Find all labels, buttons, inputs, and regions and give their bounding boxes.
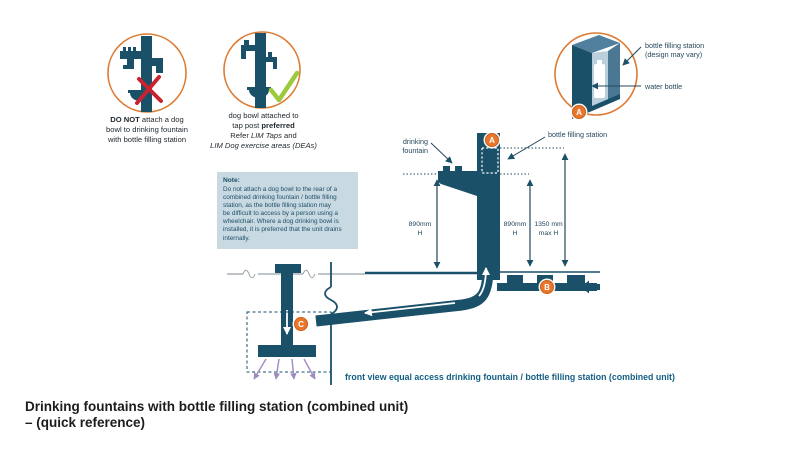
- drinking-fountain-leader-line: [430, 142, 453, 164]
- bfs-label: bottle filling station: [548, 130, 608, 139]
- inset-station-label: bottle filling station (design may vary): [645, 41, 705, 59]
- water-bottle-icon: [594, 60, 605, 98]
- flow-up-arrow: [478, 267, 490, 297]
- dim-label-890-right: 890mm H: [503, 221, 527, 237]
- inset-station-leader-line: [622, 46, 642, 66]
- note-body: Do not attach a dog bowl to the rear of …: [223, 186, 342, 242]
- page-title: Drinking fountains with bottle filling s…: [25, 399, 409, 430]
- green-check-icon: [268, 70, 300, 103]
- dim-label-1350: 1350 mm max H: [534, 221, 563, 237]
- do-not-fountain-tap-icon: [120, 47, 141, 69]
- preferred-caption: dog bowl attached to tap post preferred …: [210, 111, 317, 150]
- preferred-post: [255, 33, 266, 108]
- bfs-leader-line: [507, 136, 546, 160]
- ground-line: [227, 269, 365, 279]
- do-not-caption: DO NOT attach a dog bowl to drinking fou…: [106, 115, 188, 144]
- do-not-bold-text: DO NOT: [110, 115, 140, 124]
- datum-dotted-lines: [403, 147, 564, 175]
- inflow-left-arrow: [581, 280, 600, 294]
- inset-circle-outline: [554, 32, 638, 116]
- section-border-line: [324, 262, 338, 385]
- badge-c: C: [294, 317, 308, 331]
- soak-stem: [281, 273, 293, 346]
- main-diagram: [227, 133, 600, 385]
- drinking-fountain-body: [438, 171, 477, 196]
- bubbler-button: [443, 166, 450, 171]
- red-cross-icon: [135, 75, 163, 105]
- badge-a-main: A: [485, 133, 499, 147]
- note-heading: Note:: [223, 177, 240, 184]
- preferred-dog-bowl-icon: [247, 87, 271, 98]
- preferred-tap-top-icon: [241, 40, 255, 59]
- do-not-illustration: [107, 33, 187, 113]
- drain-pipe: [315, 267, 494, 327]
- badge-a-inset: A: [572, 105, 586, 119]
- bubbler-button: [455, 166, 462, 171]
- bottle-station-inset: [554, 32, 642, 119]
- front-view-caption: front view equal access drinking fountai…: [345, 372, 675, 382]
- dispersal-arrows: [253, 358, 316, 380]
- flow-left-arrow: [364, 302, 456, 317]
- do-not-bottle-filler-icon: [152, 58, 163, 73]
- preferred-tap-right-icon: [266, 52, 277, 69]
- soak-plate: [258, 345, 316, 357]
- do-not-post: [141, 36, 152, 112]
- dimension-arrows: [433, 153, 569, 269]
- dim-label-890-left: 890mm H: [408, 221, 432, 237]
- preferred-illustration: [223, 31, 301, 109]
- surface-cap: [275, 264, 301, 273]
- badge-b: B: [540, 280, 554, 294]
- note-box: Note: Do not attach a dog bowl to the re…: [217, 172, 358, 249]
- inset-bottle-label: water bottle: [645, 82, 683, 91]
- fountain-post: [477, 133, 500, 280]
- drinking-fountain-label: drinking fountain: [402, 137, 428, 155]
